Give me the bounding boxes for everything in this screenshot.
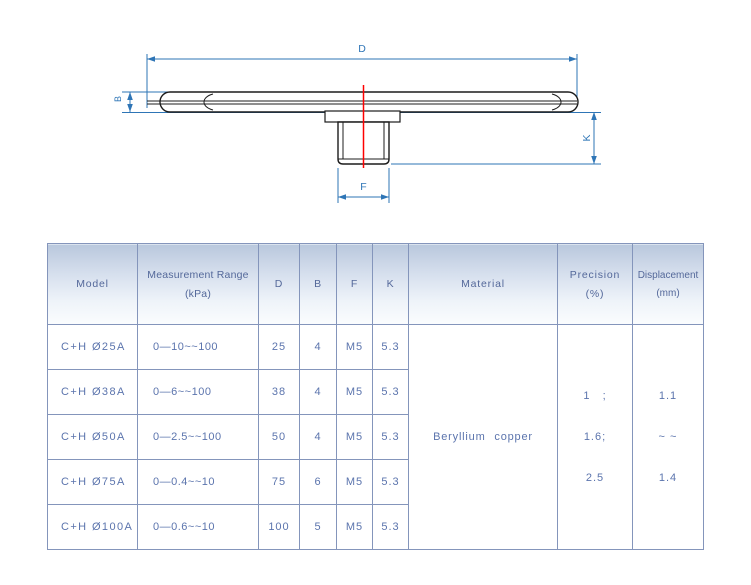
cell-b: 5 — [299, 504, 337, 550]
cell-d: 100 — [258, 504, 300, 550]
cell-f: M5 — [336, 369, 373, 415]
cell-range: 0—6~~100 — [137, 369, 259, 415]
table-row: C+H Ø50A 0—2.5~~100 50 4 M5 5.3 — [47, 414, 704, 460]
spec-table: Model Measurement Range (kPa) D B F K Ma… — [47, 243, 704, 550]
cell-precision: 1 ; 1.6; 2.5 — [557, 324, 633, 550]
dimension-labels: D B K F — [113, 43, 593, 193]
cell-k: 5.3 — [372, 504, 409, 550]
cell-k: 5.3 — [372, 369, 409, 415]
cell-k: 5.3 — [372, 459, 409, 505]
cell-model: C+H Ø100A — [47, 504, 138, 550]
cell-range: 0—0.6~~10 — [137, 504, 259, 550]
dimension-label-b: B — [113, 96, 123, 102]
cell-f: M5 — [336, 504, 373, 550]
dimension-arrowheads — [127, 56, 597, 200]
header-displacement: Displacement (mm) — [632, 243, 704, 325]
cell-b: 4 — [299, 414, 337, 460]
right-crimp-arc — [551, 93, 562, 111]
cell-f: M5 — [336, 324, 373, 370]
header-f: F — [336, 243, 373, 325]
cell-b: 6 — [299, 459, 337, 505]
left-crimp-arc — [203, 93, 214, 111]
header-measurement-range: Measurement Range (kPa) — [137, 243, 259, 325]
cell-b: 4 — [299, 324, 337, 370]
header-precision: Precision (%) — [557, 243, 633, 325]
capsule-body — [147, 91, 579, 165]
header-model: Model — [47, 243, 138, 325]
table-row: C+H Ø38A 0—6~~100 38 4 M5 5.3 — [47, 369, 704, 415]
table-header-row: Model Measurement Range (kPa) D B F K Ma… — [47, 243, 704, 325]
cell-range: 0—2.5~~100 — [137, 414, 259, 460]
stem-neck — [324, 110, 401, 123]
cell-material: Beryllium copper — [408, 324, 558, 550]
cell-b: 4 — [299, 369, 337, 415]
precision-values: 1 ; 1.6; 2.5 — [583, 389, 607, 484]
cell-range: 0—10~~100 — [137, 324, 259, 370]
header-b: B — [299, 243, 337, 325]
table-row: C+H Ø100A 0—0.6~~10 100 5 M5 5.3 — [47, 504, 704, 550]
table-row: C+H Ø25A 0—10~~100 25 4 M5 5.3 Beryllium… — [47, 324, 704, 550]
cell-f: M5 — [336, 459, 373, 505]
cell-displacement: 1.1 ~ ~ 1.4 — [632, 324, 704, 550]
header-material: Material — [408, 243, 558, 325]
cell-k: 5.3 — [372, 414, 409, 460]
header-k: K — [372, 243, 409, 325]
cell-k: 5.3 — [372, 324, 409, 370]
dimension-label-k: K — [581, 134, 593, 141]
cell-d: 25 — [258, 324, 300, 370]
header-d: D — [258, 243, 300, 325]
cell-d: 75 — [258, 459, 300, 505]
displacement-values: 1.1 ~ ~ 1.4 — [658, 389, 678, 484]
dimension-label-f: F — [360, 181, 366, 193]
cell-model: C+H Ø75A — [47, 459, 138, 505]
technical-drawing: D B K F — [113, 43, 601, 203]
dimension-label-d: D — [358, 43, 366, 55]
disc-outline — [159, 91, 579, 113]
cell-d: 50 — [258, 414, 300, 460]
cell-model: C+H Ø38A — [47, 369, 138, 415]
cell-d: 38 — [258, 369, 300, 415]
cell-range: 0—0.4~~10 — [137, 459, 259, 505]
cell-model: C+H Ø50A — [47, 414, 138, 460]
cell-model: C+H Ø25A — [47, 324, 138, 370]
table-row: C+H Ø75A 0—0.4~~10 75 6 M5 5.3 — [47, 459, 704, 505]
cell-f: M5 — [336, 414, 373, 460]
